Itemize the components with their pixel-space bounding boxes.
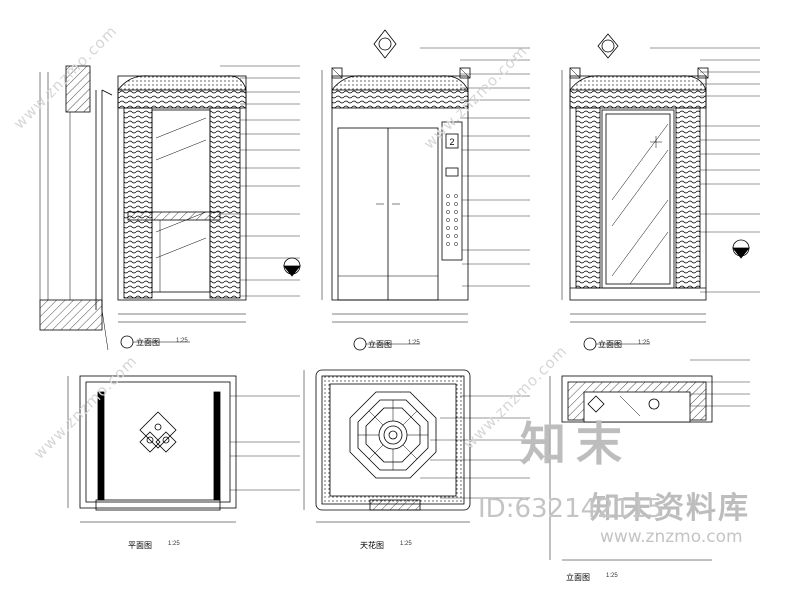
- plan-3: [549, 359, 750, 561]
- scale-elevation-1: 1:25: [176, 338, 188, 344]
- caption-plan-3: 立面图: [566, 573, 590, 582]
- scale-elevation-2: 1:25: [408, 340, 420, 346]
- watermark-url: www.znzmo.com: [600, 527, 743, 547]
- watermark-id: ID:632142115: [478, 494, 664, 524]
- scale-plan-2: 1:25: [400, 541, 412, 547]
- scale-plan-1: 1:25: [168, 541, 180, 547]
- caption-elevation-1: 立面图: [136, 338, 160, 347]
- wall-section-top: [65, 65, 91, 113]
- caption-elevation-2: 立面图: [368, 340, 392, 349]
- elevation-2: 2: [321, 29, 530, 351]
- floor-indicator: 2: [449, 137, 454, 147]
- plan-2: [303, 369, 530, 523]
- scale-plan-3: 1:25: [606, 573, 618, 579]
- plan-1: [67, 375, 300, 523]
- caption-plan-1: 平面图: [128, 541, 152, 550]
- watermark-brand-logo: 知末: [520, 417, 632, 471]
- caption-elevation-3: 立面图: [598, 340, 622, 349]
- watermark-brand-name: 知末资料库: [590, 491, 750, 526]
- elevation-3: [561, 33, 760, 351]
- caption-plan-2: 天花图: [360, 541, 384, 550]
- elevation-1: [39, 65, 301, 351]
- wall-section-bottom: [39, 299, 103, 331]
- scale-elevation-3: 1:25: [638, 340, 650, 346]
